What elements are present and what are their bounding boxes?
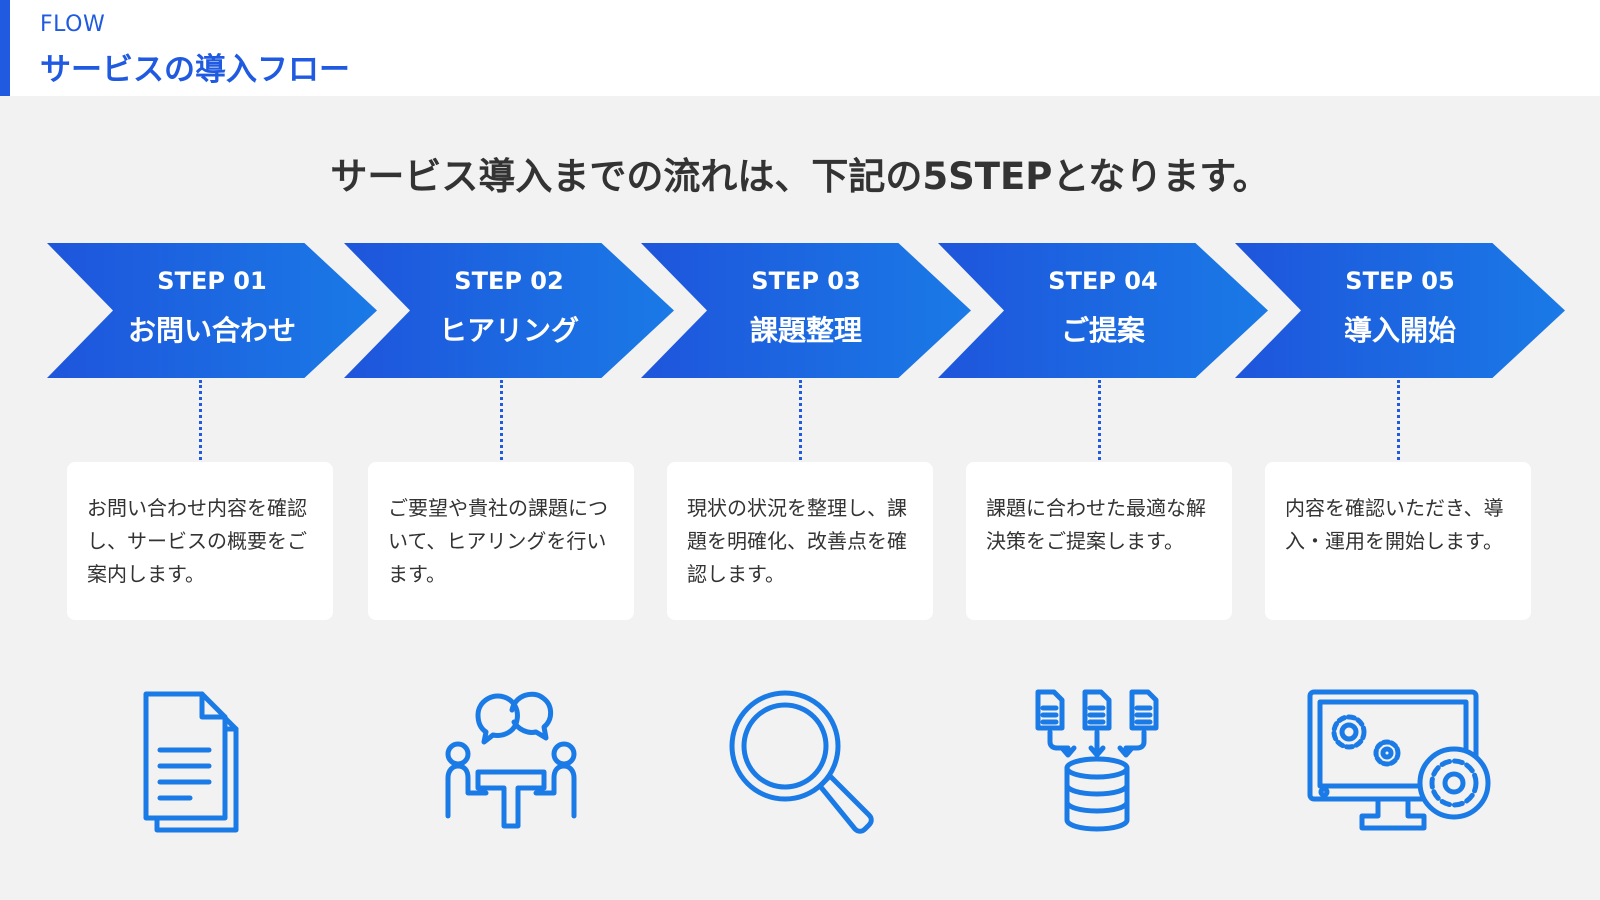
step-arrow-2: STEP 02 ヒアリング <box>344 243 674 378</box>
step-connector-5 <box>1397 380 1400 460</box>
meeting-icon <box>406 688 596 838</box>
header-bar: FLOW サービスの導入フロー <box>0 0 1600 96</box>
step-arrow-3: STEP 03 課題整理 <box>641 243 971 378</box>
page-title: サービスの導入フロー <box>40 52 350 88</box>
step-description: お問い合わせ内容を確認し、サービスの概要をご案内します。 <box>87 496 307 586</box>
step-description-card-4: 課題に合わせた最適な解決策をご提案します。 <box>966 462 1232 620</box>
step-connector-1 <box>199 380 202 460</box>
step-connector-3 <box>799 380 802 460</box>
magnifier-icon <box>702 688 892 838</box>
header-label-en: FLOW <box>40 12 106 37</box>
step-number: STEP 02 <box>454 267 564 295</box>
step-description-card-2: ご要望や貴社の課題について、ヒアリングを行います。 <box>368 462 634 620</box>
monitor-gears-icon <box>1300 688 1491 838</box>
document-icon <box>105 688 295 838</box>
step-description-card-5: 内容を確認いただき、導入・運用を開始します。 <box>1265 462 1531 620</box>
step-description: 現状の状況を整理し、課題を明確化、改善点を確認します。 <box>687 496 907 586</box>
header-accent-bar <box>0 0 10 96</box>
step-description: ご要望や貴社の課題について、ヒアリングを行います。 <box>388 496 608 586</box>
step-arrow-5: STEP 05 導入開始 <box>1235 243 1565 378</box>
step-description: 課題に合わせた最適な解決策をご提案します。 <box>986 496 1206 553</box>
step-name: 導入開始 <box>1343 314 1456 347</box>
step-description-card-1: お問い合わせ内容を確認し、サービスの概要をご案内します。 <box>67 462 333 620</box>
step-name: ヒアリング <box>438 314 579 347</box>
step-name: 課題整理 <box>749 314 862 347</box>
step-description-card-3: 現状の状況を整理し、課題を明確化、改善点を確認します。 <box>667 462 933 620</box>
documents-to-database-icon <box>1000 688 1190 838</box>
lead-text: サービス導入までの流れは、下記の5STEPとなります。 <box>330 155 1270 198</box>
step-number: STEP 04 <box>1048 267 1158 295</box>
step-number: STEP 03 <box>751 267 861 295</box>
step-description: 内容を確認いただき、導入・運用を開始します。 <box>1285 496 1504 553</box>
step-number: STEP 01 <box>157 267 267 295</box>
step-number: STEP 05 <box>1345 267 1455 295</box>
step-connector-4 <box>1098 380 1101 460</box>
step-name: お問い合わせ <box>127 314 296 347</box>
step-name: ご提案 <box>1060 314 1145 347</box>
step-connector-2 <box>500 380 503 460</box>
step-arrow-4: STEP 04 ご提案 <box>938 243 1268 378</box>
step-arrow-1: STEP 01 お問い合わせ <box>47 243 377 378</box>
